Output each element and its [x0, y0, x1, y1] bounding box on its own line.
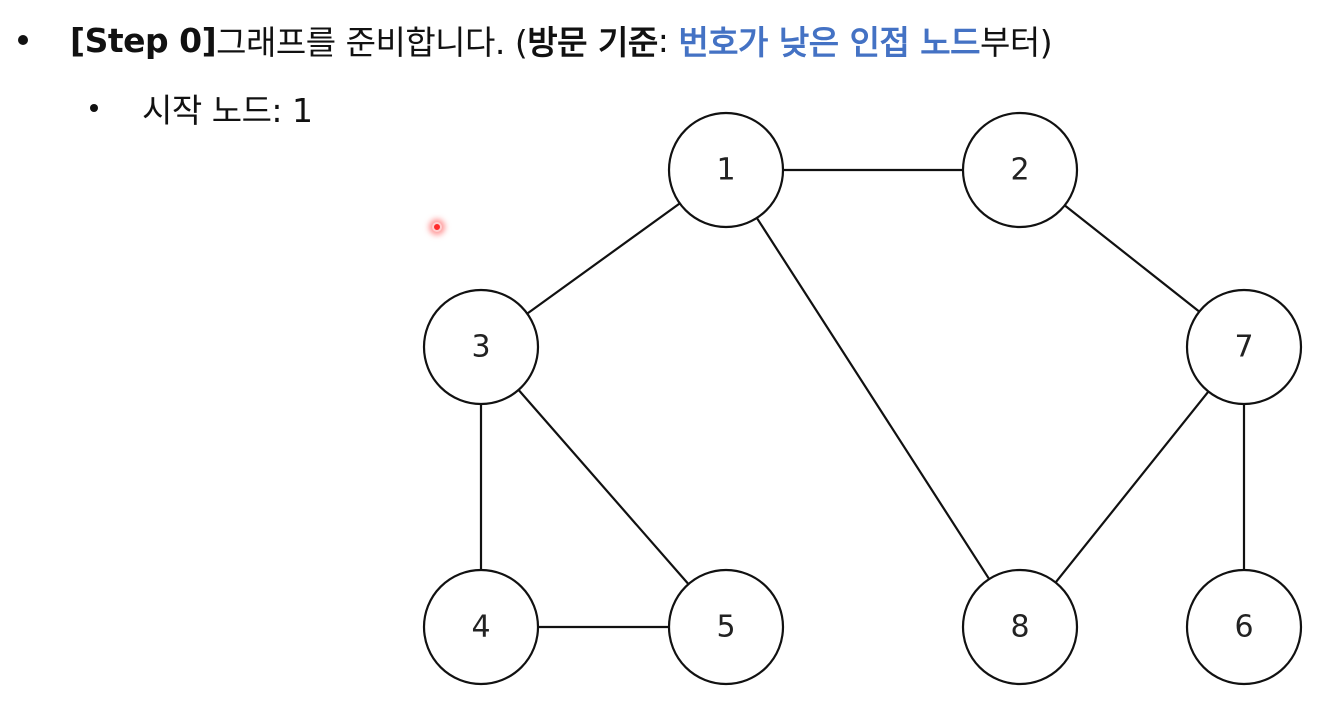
laser-pointer-icon [432, 222, 442, 232]
node-label: 5 [716, 610, 735, 645]
node-8: 8 [961, 568, 1079, 686]
criterion-colon: : [657, 20, 679, 60]
graph-nodes: 1 2 3 4 5 6 7 8 [422, 111, 1303, 686]
node-label: 2 [1010, 153, 1029, 188]
node-circle [1185, 288, 1303, 406]
edge-1-8 [755, 216, 991, 581]
graph-edges [479, 168, 1246, 629]
node-3: 3 [422, 288, 540, 406]
bullet-icon [18, 35, 28, 45]
criterion-value: 번호가 낮은 인접 노드 [678, 23, 981, 62]
node-label: 4 [471, 610, 490, 645]
edge-2-7 [1063, 204, 1201, 313]
edge-3-5 [517, 388, 690, 586]
step-heading: [Step 0] 그래프를 준비합니다. ( 방문 기준 : 번호가 낮은 인접… [18, 14, 1053, 66]
start-node-text: 시작 노드: 1 [142, 91, 313, 130]
criterion-label: 방문 기준 [527, 23, 658, 62]
node-label: 7 [1234, 330, 1253, 365]
edge-7-8 [1054, 390, 1210, 584]
node-circle [667, 568, 785, 686]
node-label: 8 [1010, 610, 1029, 645]
node-circle [422, 288, 540, 406]
edge-1-3 [526, 202, 681, 315]
node-1: 1 [667, 111, 785, 229]
node-circle [1185, 568, 1303, 686]
node-6: 6 [1185, 568, 1303, 686]
node-label: 1 [716, 153, 735, 188]
bullet-icon [90, 104, 98, 112]
node-4: 4 [422, 568, 540, 686]
step-description: 그래프를 준비합니다. ( [216, 23, 528, 62]
node-circle [667, 111, 785, 229]
node-2: 2 [961, 111, 1079, 229]
node-5: 5 [667, 568, 785, 686]
step-tag: [Step 0] [70, 20, 217, 60]
start-node-bullet: 시작 노드: 1 [90, 82, 313, 134]
node-circle [961, 111, 1079, 229]
node-circle [961, 568, 1079, 686]
criterion-tail: 부터) [980, 23, 1053, 62]
node-label: 6 [1234, 610, 1253, 645]
node-label: 3 [471, 330, 490, 365]
node-circle [422, 568, 540, 686]
node-7: 7 [1185, 288, 1303, 406]
